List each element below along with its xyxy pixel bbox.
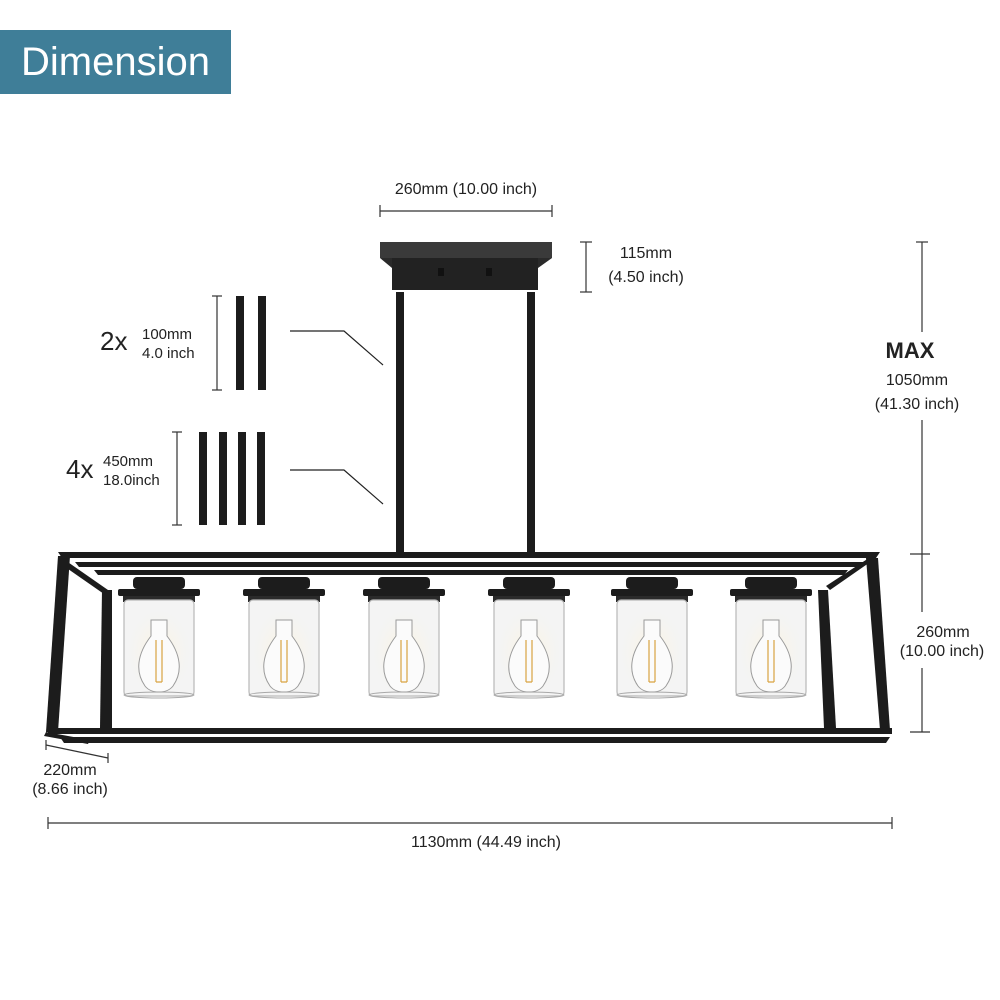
short-rods-illustration <box>212 295 384 391</box>
long-rods-illustration <box>172 431 384 526</box>
depth-inch-label: (8.66 inch) <box>32 781 108 798</box>
ceiling-canopy <box>380 242 552 290</box>
cage-frame <box>44 552 892 744</box>
long-rods-mm: 450mm <box>103 453 154 470</box>
canopy-width-label: 260mm (10.00 inch) <box>394 181 538 198</box>
fixture-height-inch-label: (10.00 inch) <box>899 643 985 660</box>
max-height-dimension-line <box>910 241 930 555</box>
long-rods-inch: 18.0inch <box>103 472 160 489</box>
depth-dimension-line <box>45 740 109 763</box>
short-rods-mm: 100mm <box>142 326 193 343</box>
long-rods-quantity: 4x <box>66 454 94 484</box>
max-label: MAX <box>885 338 935 363</box>
lamp-shade <box>363 577 445 699</box>
section-title-badge: Dimension <box>0 30 231 94</box>
fixture-height-mm-label: 260mm <box>916 624 970 641</box>
length-dimension-line <box>47 817 893 829</box>
lamp-shade <box>611 577 693 699</box>
lamp-shade <box>243 577 325 699</box>
depth-mm-label: 220mm <box>43 762 97 779</box>
max-height-inch-label: (41.30 inch) <box>874 396 960 413</box>
lamp-shades <box>118 577 812 699</box>
lamp-shade <box>730 577 812 699</box>
length-label: 1130mm (44.49 inch) <box>411 834 561 851</box>
short-rods-inch: 4.0 inch <box>142 345 195 362</box>
short-rods-quantity: 2x <box>100 326 128 356</box>
canopy-height-mm-label: 115mm <box>619 245 673 262</box>
fixture-height-dimension-line <box>910 554 930 733</box>
lamp-shade <box>118 577 200 699</box>
canopy-width-dimension-line <box>379 205 553 217</box>
max-height-mm-label: 1050mm <box>885 372 949 389</box>
lamp-shade <box>488 577 570 699</box>
downrods <box>396 292 535 554</box>
canopy-height-inch-label: (4.50 inch) <box>608 269 684 286</box>
canopy-height-dimension-line <box>580 241 592 293</box>
